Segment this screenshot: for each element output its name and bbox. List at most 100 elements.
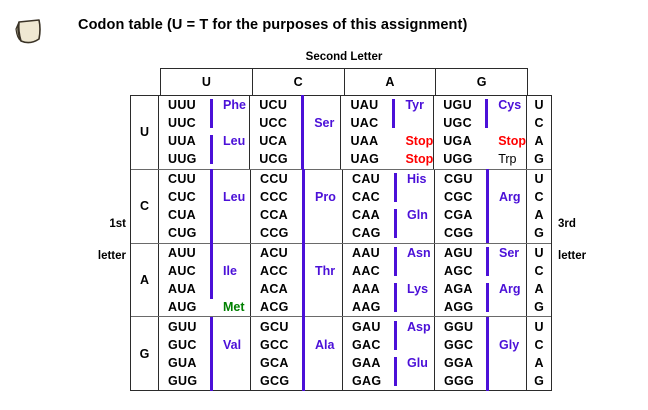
amino-acid-group-bar: [205, 242, 218, 263]
codon-text: ACC: [260, 263, 288, 278]
codon-text: AUG: [168, 299, 197, 314]
amino-acid-group-bar: [205, 132, 218, 152]
amino-acid-group-bar: [480, 96, 493, 116]
codon-text: GCG: [260, 373, 290, 388]
amino-acid-group-bar: [481, 244, 494, 263]
third-letter-base: A: [534, 208, 544, 223]
amino-acid-group-bar: [205, 96, 218, 116]
codon-text: GCC: [260, 337, 289, 352]
codon-text: AAC: [352, 263, 380, 278]
codon-text: CGC: [444, 190, 473, 205]
codon-text: CCU: [260, 172, 288, 187]
amino-acid-label: Glu: [407, 355, 428, 370]
codon-line: CAG: [352, 222, 434, 242]
amino-acid-group-bar: [481, 352, 494, 373]
amino-acid-group-bar: [481, 187, 494, 208]
codon-text: CUG: [168, 226, 197, 241]
amino-acid-group-bar: [389, 369, 402, 390]
codon-line: GUU: [168, 316, 250, 337]
codon-line: UUC: [168, 112, 249, 132]
codon-text: CUU: [168, 172, 196, 187]
codon-line: ACG: [260, 296, 342, 317]
codon-text: CCG: [260, 226, 289, 241]
codon-text: UCC: [259, 116, 288, 131]
codon-text: GAA: [352, 355, 381, 370]
amino-acid-group-bar: [297, 278, 310, 299]
codon-text: CGG: [444, 226, 474, 241]
codon-text: GUC: [168, 337, 197, 352]
codon-line: GUG: [168, 370, 250, 391]
codon-text: ACG: [260, 299, 289, 314]
amino-acid-group-bar: [297, 242, 310, 263]
page-title: Codon table (U = T for the purposes of t…: [78, 17, 468, 33]
second-letter-header-u: U: [161, 69, 253, 95]
amino-acid-label: Asn: [407, 245, 431, 260]
amino-acid-group-bar: [387, 112, 400, 132]
codon-text: UAA: [350, 134, 379, 149]
amino-acid-group-bar: [205, 278, 218, 299]
codon-text: AAU: [352, 245, 380, 260]
codon-line: GAA Glu: [352, 354, 434, 373]
codon-text: UUU: [168, 98, 196, 113]
amino-acid-label: Ser: [314, 116, 335, 131]
amino-acid-group-bar: [296, 95, 309, 116]
amino-acid-group-bar: [297, 187, 310, 208]
codon-line: CAC: [352, 186, 434, 206]
third-letter-base: C: [534, 263, 544, 278]
second-letter-header-row: U C A G: [160, 68, 528, 95]
amino-acid-group-bar: [297, 169, 310, 190]
codon-text: UUG: [168, 152, 197, 167]
codon-line: AAU Asn: [352, 244, 434, 263]
amino-acid-group-bar: [205, 223, 218, 244]
codon-line: GCU: [260, 316, 342, 337]
codon-text: UAG: [350, 152, 380, 167]
amino-acid-group-bar: [296, 113, 309, 134]
codon-text: GGG: [444, 373, 475, 388]
codon-line: UCG: [259, 149, 340, 170]
amino-acid-group-bar: [297, 205, 310, 226]
codon-text: GUU: [168, 319, 197, 334]
third-letter-label-line1: 3rd: [558, 218, 576, 230]
amino-acid-label: Phe: [223, 98, 246, 113]
codon-line: UCU: [259, 95, 340, 116]
third-letter-base: U: [534, 98, 544, 113]
second-letter-header-a: A: [345, 69, 437, 95]
amino-acid-group-bar: [297, 370, 310, 391]
amino-acid-group-bar: [481, 280, 494, 299]
amino-acid-label: Ala: [315, 337, 335, 352]
amino-acid-group-bar: [481, 295, 494, 316]
third-letter-base: G: [534, 152, 544, 167]
codon-text: AGU: [444, 245, 473, 260]
amino-acid-label: Val: [223, 337, 242, 352]
codon-text: GGC: [444, 337, 474, 352]
amino-acid-group-bar: [389, 318, 402, 337]
second-letter-header-g: G: [476, 75, 487, 89]
first-letter-cell-c: C: [131, 169, 159, 243]
first-letter-cell-a: A: [131, 243, 159, 317]
codon-text: AAG: [352, 299, 381, 314]
amino-acid-group-bar: [297, 260, 310, 281]
codon-line: GCA: [260, 352, 342, 373]
first-letter-label-line2: letter: [97, 250, 126, 262]
amino-acid-label: Gln: [407, 208, 428, 223]
codon-text: UCG: [259, 152, 288, 167]
amino-acid-group-bar: [389, 280, 402, 299]
codon-line: AGG: [444, 295, 526, 316]
